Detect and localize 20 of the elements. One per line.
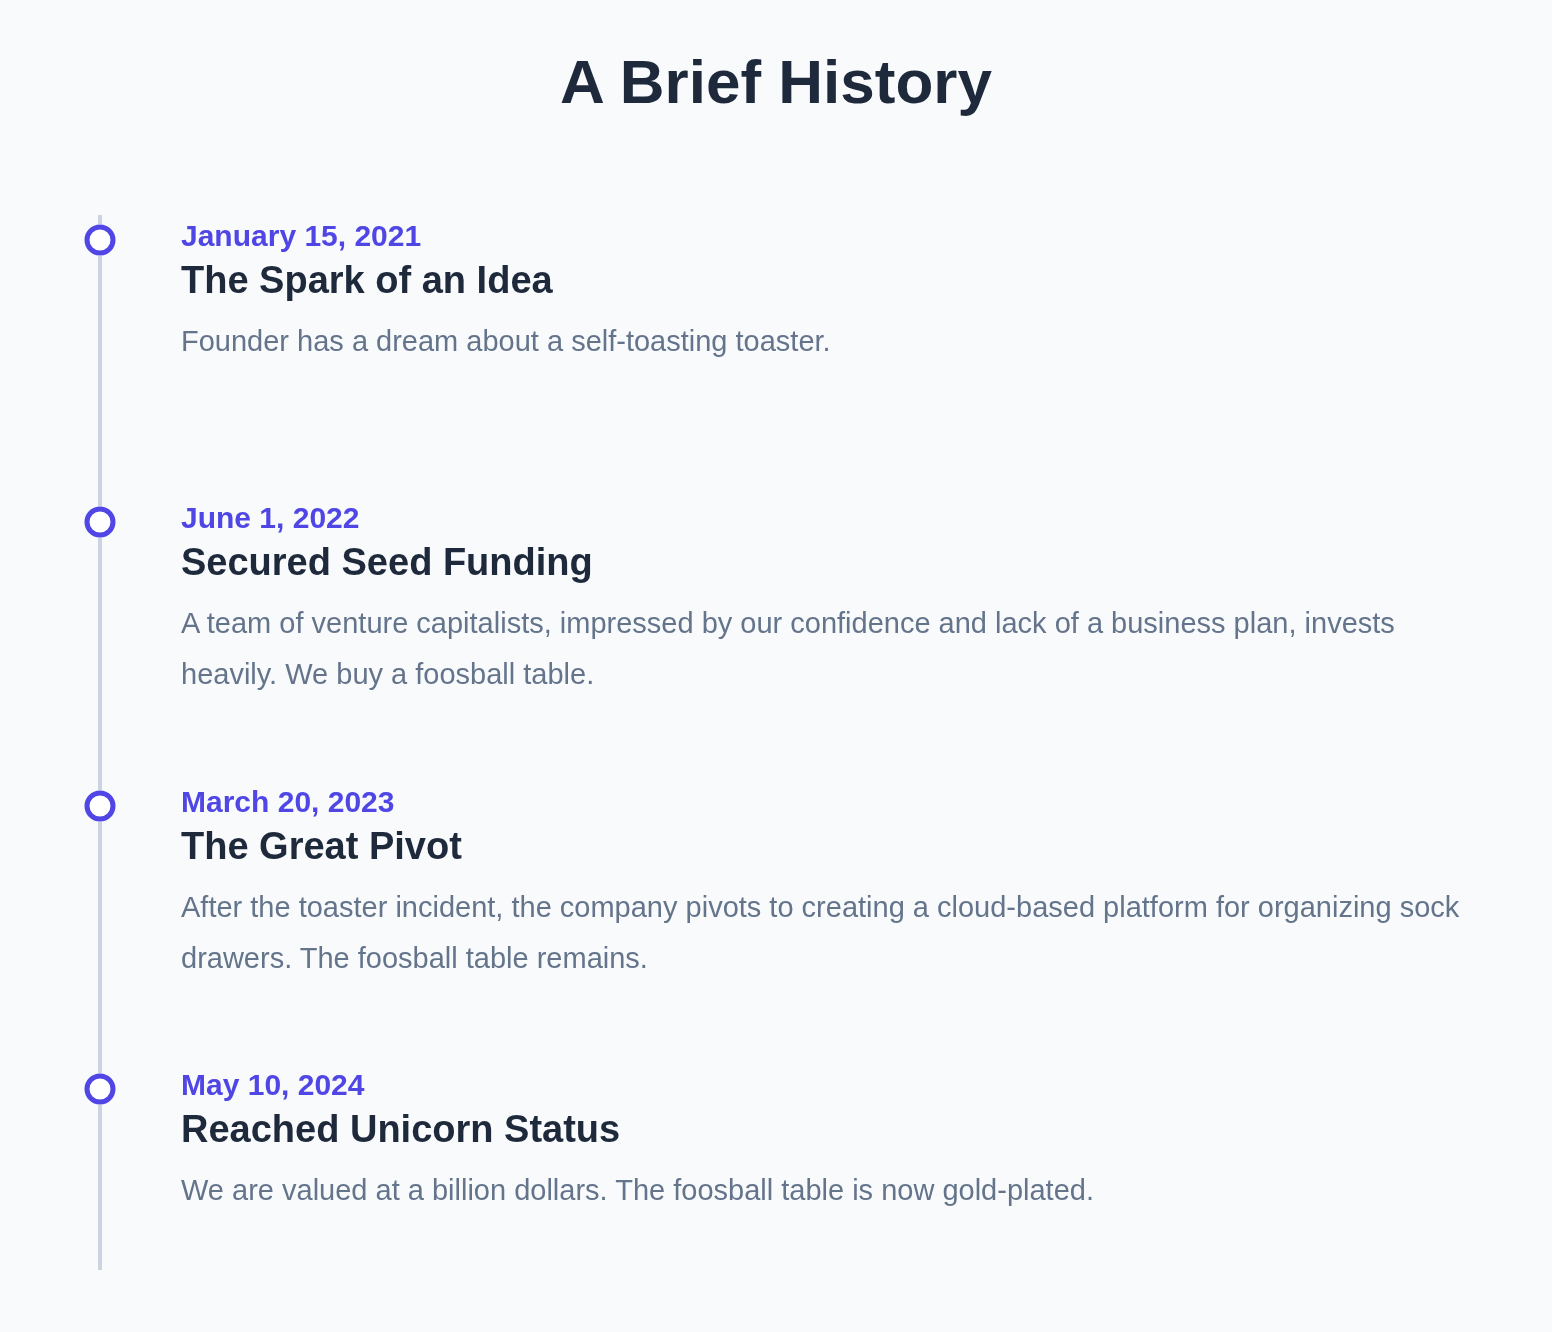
page-title: A Brief History (560, 46, 992, 118)
event-date: March 20, 2023 (181, 784, 395, 820)
event-description: We are valued at a billion dollars. The foosball table is now gold-plated. (181, 1173, 1094, 1208)
timeline-marker (84, 224, 116, 256)
event-description: Founder has a dream about a self-toasting toaster. (181, 324, 831, 359)
timeline-line (98, 256, 102, 506)
event-description: A team of venture capitalists, impressed by our confidence and lack of a business plan, invests heavily. We buy a foosball table. (181, 606, 1396, 692)
timeline-marker (84, 790, 116, 822)
timeline-line (98, 538, 102, 790)
event-title: Secured Seed Funding (181, 540, 593, 584)
event-date: June 1, 2022 (181, 500, 360, 536)
timeline-line (98, 822, 102, 1073)
event-date: May 10, 2024 (181, 1067, 365, 1103)
event-title: The Spark of an Idea (181, 258, 553, 302)
event-title: Reached Unicorn Status (181, 1107, 621, 1151)
event-title: The Great Pivot (181, 824, 462, 868)
timeline-marker (84, 506, 116, 538)
timeline-marker (84, 1073, 116, 1105)
event-date: January 15, 2021 (181, 218, 422, 254)
event-description: After the toaster incident, the company pivots to creating a cloud-based platform for organizing sock drawers. The foosball table remains. (181, 890, 1461, 976)
